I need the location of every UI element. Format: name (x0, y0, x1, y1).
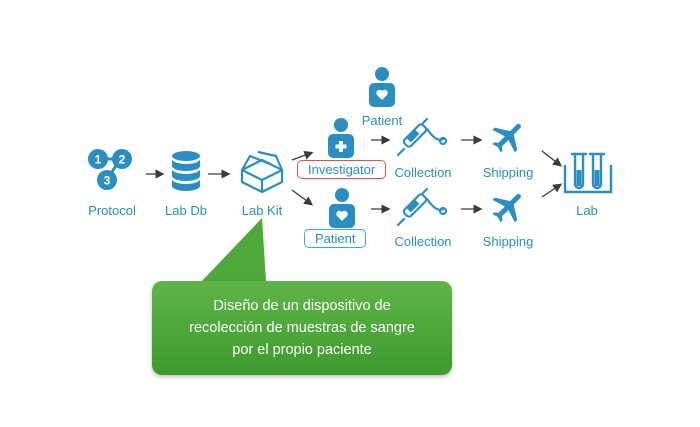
box-icon (240, 150, 284, 194)
step-1: 1 (95, 153, 102, 167)
airplane-icon (492, 193, 521, 223)
person-plus-icon (328, 118, 354, 158)
syringe-icon (396, 187, 448, 227)
collection-top-label: Collection (394, 165, 452, 180)
patient-top-label: Patient (361, 113, 403, 128)
shipping-top-label: Shipping (482, 165, 534, 180)
step-2: 2 (119, 153, 126, 167)
lab-db-label: Lab Db (165, 203, 207, 218)
person-heart-icon (329, 188, 355, 228)
step-3: 3 (104, 174, 111, 188)
database-icon (172, 151, 200, 191)
lab-kit-label: Lab Kit (241, 203, 283, 218)
investigator-label: Investigator (297, 160, 387, 179)
callout-line-1: Diseño de un dispositivo de (213, 298, 391, 314)
callout-pointer (202, 218, 266, 281)
callout-box: Diseño de un dispositivo de recolección … (152, 281, 452, 375)
shipping-bottom-label: Shipping (482, 234, 534, 249)
collection-bottom-label: Collection (394, 234, 452, 249)
airplane-icon (492, 123, 521, 153)
patient-bottom-label: Patient (304, 229, 367, 248)
lab-label: Lab (576, 203, 598, 218)
syringe-icon (396, 117, 448, 157)
person-heart-icon (369, 67, 395, 107)
callout-text: Diseño de un dispositivo de recolección … (152, 295, 452, 361)
test-tubes-icon (563, 152, 613, 194)
callout-line-2: recolección de muestras de sangre (189, 320, 415, 336)
protocol-label: Protocol (88, 203, 136, 218)
protocol-steps-icon: 1 2 3 (88, 149, 132, 190)
callout-line-3: por el propio paciente (232, 342, 372, 358)
